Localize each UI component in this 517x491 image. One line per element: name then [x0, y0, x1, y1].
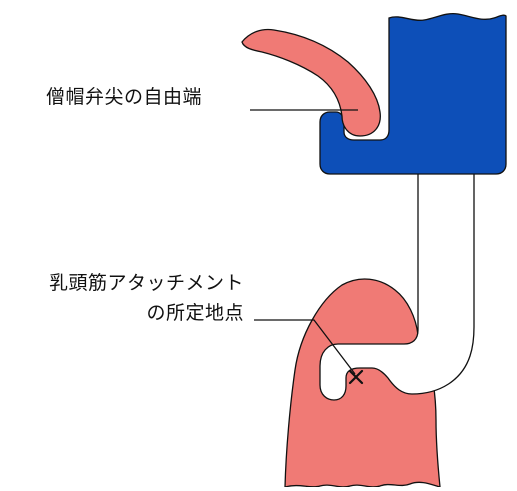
papillary-attachment-label-line1: 乳頭筋アタッチメント — [48, 272, 244, 294]
x-mark-icon — [348, 369, 364, 385]
leaflet-tip-label: 僧帽弁尖の自由端 — [46, 86, 203, 108]
mitral-leaflet — [241, 28, 381, 137]
papillary-leader-line — [254, 319, 356, 375]
device-body — [319, 12, 507, 175]
papillary-attachment-label-line2: の所定地点 — [146, 302, 244, 324]
